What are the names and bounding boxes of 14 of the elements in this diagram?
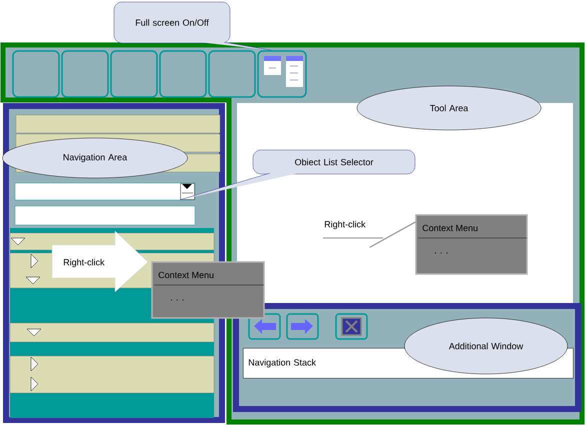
fullscreen-button <box>257 50 307 98</box>
toolbar-button <box>208 50 256 98</box>
callout-pointer <box>180 173 298 200</box>
callout-bubble: Obiect List Selector <box>252 150 416 174</box>
toolbar-button <box>110 50 158 98</box>
context-menu: Context Menu . . . <box>415 214 528 275</box>
dropdown-button <box>180 183 195 200</box>
toolbar-button <box>159 50 207 98</box>
context-menu: Context Menu . . . <box>151 261 265 319</box>
leader-line <box>369 221 416 248</box>
callout-pointer <box>200 42 272 50</box>
right-click-label: Right-click <box>323 220 383 239</box>
toolbar-button <box>61 50 109 98</box>
toolbar-button <box>12 50 60 98</box>
